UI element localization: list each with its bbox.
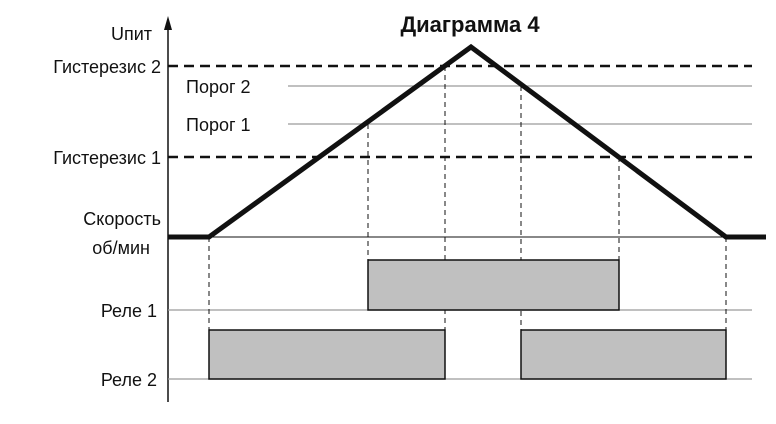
threshold-2-label: Порог 2 [186, 77, 251, 97]
relay-1-on-pulse [367, 259, 620, 311]
y-axis-label: Uпит [111, 24, 152, 44]
hysteresis-2-label: Гистерезис 2 [53, 57, 161, 77]
speed-curve [168, 43, 766, 240]
relay-2-on-pulse-2 [520, 329, 727, 380]
hysteresis-1-label: Гистерезис 1 [53, 148, 161, 168]
speed-label-line1: Скорость [83, 209, 161, 229]
y-axis-arrow [164, 16, 172, 30]
relay-2-label: Реле 2 [101, 370, 157, 390]
relay-2-on-pulse-1 [208, 329, 446, 380]
speed-label-line2: об/мин [92, 238, 150, 258]
threshold-1-label: Порог 1 [186, 115, 251, 135]
diagram-title: Диаграмма 4 [400, 12, 540, 37]
relay-1-label: Реле 1 [101, 301, 157, 321]
